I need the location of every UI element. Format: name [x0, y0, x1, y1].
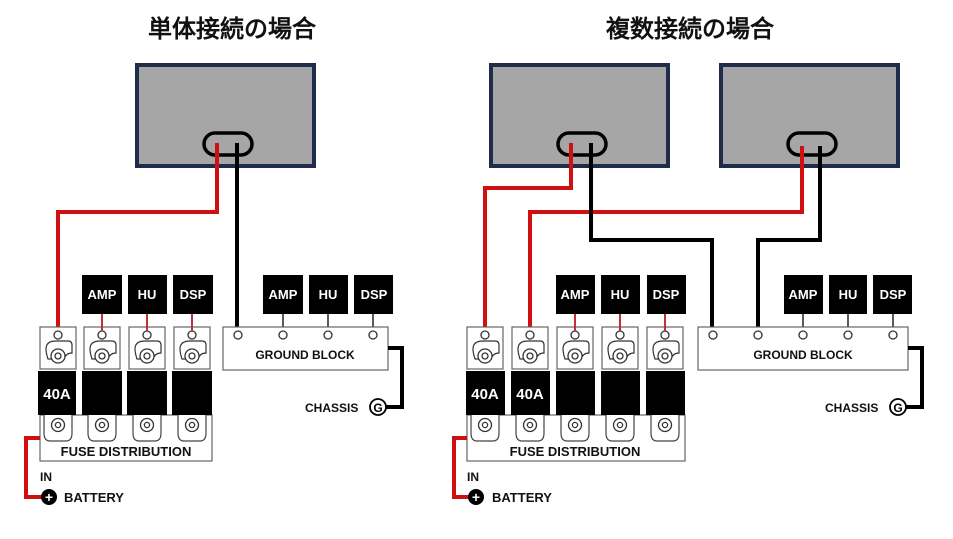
device-label: HU — [611, 287, 630, 302]
chassis-label: CHASSIS — [305, 401, 358, 415]
fuse — [38, 371, 76, 415]
unit-connector — [556, 131, 608, 157]
ground-device-hu — [829, 275, 867, 314]
ground-block: GROUND BLOCK — [222, 326, 389, 371]
fuse-device-dsp — [647, 275, 686, 314]
ground-block-label: GROUND BLOCK — [255, 348, 355, 362]
ground-device-hu — [309, 275, 348, 314]
ground-wire-2 — [756, 146, 822, 330]
device-label: HU — [319, 287, 338, 302]
ground-block: GROUND BLOCK — [697, 326, 909, 371]
fuse — [646, 371, 685, 415]
ground-device-dsp — [873, 275, 912, 314]
chassis-label: CHASSIS — [825, 401, 878, 415]
chassis-ground-icon — [889, 398, 907, 416]
fuse-rating: 40A — [43, 386, 71, 403]
fuse — [172, 371, 212, 415]
unit-connector — [202, 131, 254, 157]
device-label: AMP — [269, 287, 298, 302]
fuse-device-amp — [556, 275, 595, 314]
device-label: AMP — [88, 287, 117, 302]
fuse-distribution-label: FUSE DISTRIBUTION — [61, 444, 192, 459]
battery-plus-icon — [468, 489, 484, 505]
power-wire — [56, 143, 219, 330]
chassis-wire — [905, 346, 924, 409]
chassis-wire — [385, 346, 404, 409]
fuse — [511, 371, 550, 415]
device-label: AMP — [789, 287, 818, 302]
battery-wire — [452, 436, 473, 499]
device-label: AMP — [561, 287, 590, 302]
fuse-device-amp — [82, 275, 122, 314]
fuse-distribution-block: 40A FUSE DISTRIBUTION — [38, 326, 213, 462]
battery-wire — [24, 436, 46, 499]
ground-device-amp — [263, 275, 303, 314]
fuse — [466, 371, 505, 415]
ground-wire-1 — [589, 143, 714, 330]
device-label: HU — [839, 287, 858, 302]
fuse-distribution-label: FUSE DISTRIBUTION — [510, 444, 641, 459]
fuse — [82, 371, 122, 415]
power-wire-1 — [483, 143, 573, 330]
panel-title-multiple: 複数接続の場合 — [606, 15, 775, 43]
amplifier-unit-1 — [489, 63, 670, 168]
chassis-symbol: G — [373, 401, 382, 415]
fuse-rating: 40A — [471, 386, 499, 403]
fuse — [601, 371, 640, 415]
fuse-distribution-block: 40A 40A FUSE DISTRIBUTION — [466, 326, 686, 462]
fuse-device-hu — [601, 275, 640, 314]
fuse — [556, 371, 595, 415]
fuse-rating: 40A — [516, 386, 544, 403]
fuse — [127, 371, 167, 415]
fuse-device-dsp — [173, 275, 213, 314]
ground-device-dsp — [354, 275, 393, 314]
device-label: HU — [138, 287, 157, 302]
in-label: IN — [40, 470, 52, 484]
device-label: DSP — [880, 287, 907, 302]
chassis-symbol: G — [893, 401, 902, 415]
amplifier-unit — [135, 63, 316, 168]
device-label: DSP — [361, 287, 388, 302]
chassis-ground-icon — [369, 398, 387, 416]
ground-block-label: GROUND BLOCK — [753, 348, 853, 362]
ground-device-amp — [784, 275, 823, 314]
fuse-device-hu — [128, 275, 167, 314]
panel-title-single: 単体接続の場合 — [148, 15, 317, 43]
device-label: DSP — [180, 287, 207, 302]
battery-label: BATTERY — [492, 490, 552, 505]
unit-connector — [786, 131, 838, 157]
battery-plus-icon — [41, 489, 57, 505]
battery-label: BATTERY — [64, 490, 124, 505]
battery-symbol: + — [472, 489, 480, 505]
in-label: IN — [467, 470, 479, 484]
battery-symbol: + — [45, 489, 53, 505]
device-label: DSP — [653, 287, 680, 302]
amplifier-unit-2 — [719, 63, 900, 168]
power-wire-2 — [528, 146, 804, 330]
